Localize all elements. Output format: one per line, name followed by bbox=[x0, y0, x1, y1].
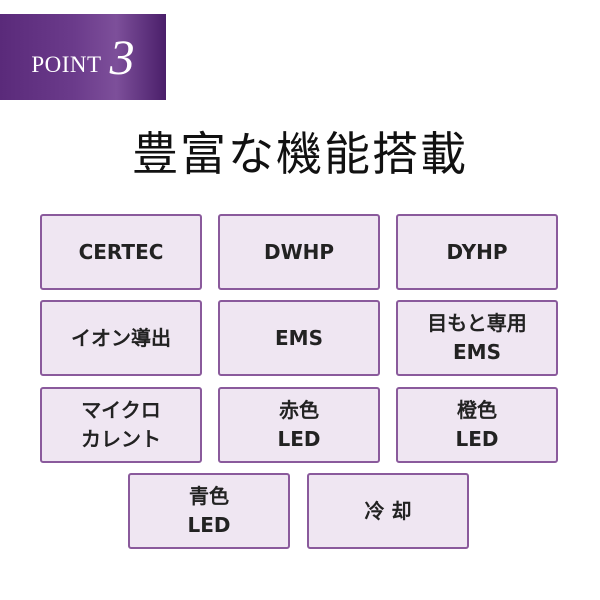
feature-tile-blue-led: 青色 LED bbox=[128, 473, 290, 549]
point-label: POINT bbox=[31, 52, 102, 77]
point-badge: POINT 3 bbox=[0, 14, 166, 100]
feature-tile-orange-led: 橙色 LED bbox=[396, 387, 558, 463]
feature-tile-ems: EMS bbox=[218, 300, 380, 376]
feature-tile-cooling: 冷 却 bbox=[307, 473, 469, 549]
feature-tile-eye-ems: 目もと専用 EMS bbox=[396, 300, 558, 376]
feature-tile-dwhp: DWHP bbox=[218, 214, 380, 290]
feature-tile-ion: イオン導出 bbox=[40, 300, 202, 376]
feature-tile-red-led: 赤色 LED bbox=[218, 387, 380, 463]
page-title: 豊富な機能搭載 bbox=[132, 127, 468, 181]
feature-tile-certec: CERTEC bbox=[40, 214, 202, 290]
feature-tile-microcurrent: マイクロ カレント bbox=[40, 387, 202, 463]
feature-tile-dyhp: DYHP bbox=[396, 214, 558, 290]
point-number: 3 bbox=[109, 29, 135, 85]
